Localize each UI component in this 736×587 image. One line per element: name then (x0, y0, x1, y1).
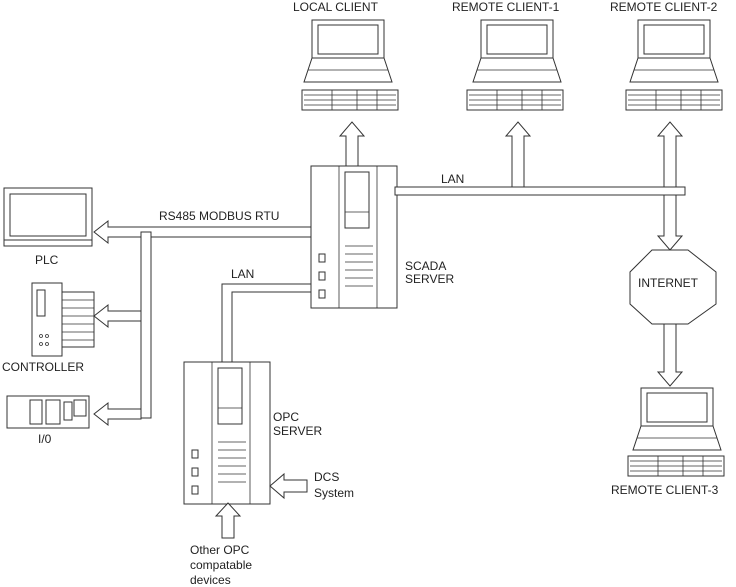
controller-label: CONTROLLER (2, 360, 84, 374)
io-label: I/0 (38, 432, 52, 446)
internet-label: INTERNET (638, 276, 699, 290)
opc-server-label-line2: SERVER (273, 424, 322, 438)
lan-opc-link (221, 283, 312, 363)
remote-client-3 (627, 387, 725, 477)
rs485-label: RS485 MODBUS RTU (159, 209, 279, 223)
internet-cloud (629, 249, 717, 325)
arrow-scada-to-local-client (338, 121, 366, 167)
controller-device (31, 282, 95, 357)
remote-client-1-label: REMOTE CLIENT-1 (452, 0, 560, 14)
local-client (301, 19, 399, 111)
dcs-label-line1: DCS (314, 470, 339, 484)
arrow-other-opc-to-opc (214, 502, 242, 539)
lan-opc-label: LAN (231, 267, 254, 281)
lan-top-label: LAN (441, 172, 464, 186)
scada-server-label-line2: SERVER (405, 272, 454, 286)
arrow-dcs-to-opc (269, 472, 308, 500)
remote-client-1 (466, 19, 564, 111)
plc-label: PLC (35, 253, 59, 267)
scada-server-label-line1: SCADA (405, 259, 446, 273)
opc-server (183, 361, 271, 505)
remote-client-2 (625, 19, 723, 111)
arrow-internet-to-remote-client-3 (656, 323, 684, 387)
other-opc-label-line3: devices (190, 573, 231, 587)
other-opc-label-line1: Other OPC (190, 543, 250, 557)
io-device (6, 395, 90, 429)
local-client-label: LOCAL CLIENT (293, 0, 379, 14)
scada-server (310, 165, 398, 309)
other-opc-label-line2: compatable (190, 558, 252, 572)
rs485-bus (93, 219, 312, 427)
remote-client-3-label: REMOTE CLIENT-3 (611, 483, 719, 497)
dcs-label-line2: System (314, 486, 354, 500)
lan-bus-top (394, 121, 686, 251)
plc-device (3, 187, 93, 247)
opc-server-label-line1: OPC (273, 410, 299, 424)
remote-client-2-label: REMOTE CLIENT-2 (610, 0, 718, 14)
